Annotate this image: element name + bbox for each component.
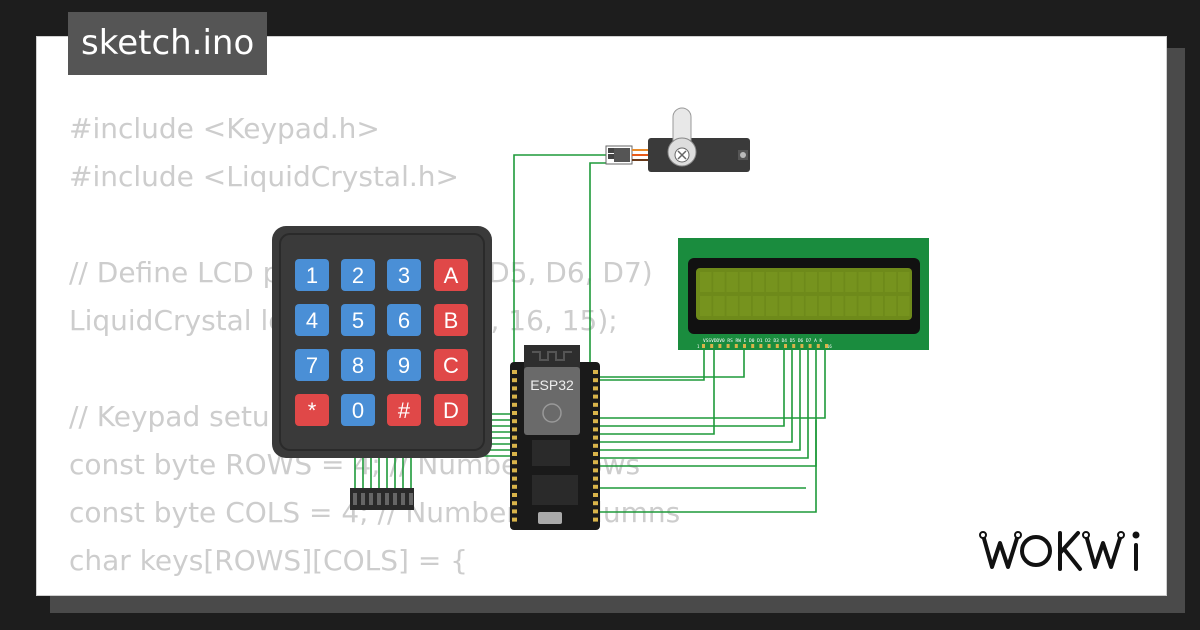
code-line: char keys[ROWS][COLS] = {	[69, 544, 468, 577]
lcd-16x2[interactable]: VSSVDDV0 RS RW E D0 D1 D2 D3 D4 D5 D6 D7…	[678, 238, 929, 350]
wokwi-logo	[979, 531, 1140, 571]
keypad-key[interactable]: #	[387, 394, 421, 426]
keypad-key-label: 0	[352, 398, 364, 423]
keypad-4x4[interactable]: 1 2 3 A 4 5 6 B 7 8 9 C * 0 # D	[272, 226, 492, 458]
keypad-key-label: 8	[352, 353, 364, 378]
keypad-key[interactable]: 5	[341, 304, 375, 336]
keypad-key-label: D	[443, 398, 459, 423]
wire-lcd-9	[596, 348, 817, 467]
wire-lcd-3	[596, 348, 826, 419]
keypad-key-label: 6	[398, 308, 410, 333]
code-line: #include <LiquidCrystal.h>	[69, 160, 459, 193]
keypad-key-label: #	[398, 398, 411, 423]
sketch-filename-tab[interactable]: sketch.ino	[68, 12, 268, 75]
keypad-key[interactable]: 8	[341, 349, 375, 381]
wire-servo-1	[513, 154, 606, 372]
keypad-key-label: A	[444, 263, 459, 288]
keypad-key[interactable]: D	[434, 394, 468, 426]
keypad-key[interactable]: A	[434, 259, 468, 291]
keypad-key-label: 9	[398, 353, 410, 378]
keypad-key[interactable]: *	[295, 394, 329, 426]
keypad-key[interactable]: B	[434, 304, 468, 336]
servo-motor[interactable]	[605, 107, 750, 172]
keypad-key[interactable]: 6	[387, 304, 421, 336]
keypad-key[interactable]: 4	[295, 304, 329, 336]
wire-lcd-2	[596, 348, 745, 378]
keypad-key[interactable]: 3	[387, 259, 421, 291]
espressif-logo-icon	[542, 403, 562, 423]
keypad-key[interactable]: 9	[387, 349, 421, 381]
wire-lcd-6	[596, 348, 793, 443]
keypad-key-label: 2	[352, 263, 364, 288]
keypad-key[interactable]: 7	[295, 349, 329, 381]
keypad-key[interactable]: 2	[341, 259, 375, 291]
esp32-board[interactable]: ESP32	[510, 345, 600, 530]
keypad-key-label: *	[308, 398, 317, 423]
keypad-key-label: 4	[306, 308, 318, 333]
keypad-key-label: B	[444, 308, 459, 333]
wire-lcd-1	[596, 348, 705, 381]
keypad-header	[350, 488, 414, 510]
keypad-key[interactable]: C	[434, 349, 468, 381]
esp32-label: ESP32	[530, 377, 574, 393]
wire-lcd-5	[596, 348, 715, 435]
lcd-pin-labels: VSSVDDV0 RS RW E D0 D1 D2 D3 D4 D5 D6 D7…	[703, 338, 822, 344]
keypad-key-label: 1	[306, 263, 318, 288]
wire-lcd-11	[596, 420, 817, 513]
keypad-key[interactable]: 1	[295, 259, 329, 291]
keypad-key[interactable]: 0	[341, 394, 375, 426]
wire-servo-2	[589, 162, 606, 372]
code-line: // Keypad setup	[69, 400, 288, 433]
wire-lcd-4	[596, 348, 785, 427]
code-line: #include <Keypad.h>	[69, 112, 380, 145]
keypad-key-label: 7	[306, 353, 318, 378]
wire-lcd-8	[596, 348, 809, 459]
code-line: {'1','2','3','A'},	[69, 585, 680, 595]
keypad-key-label: 3	[398, 263, 410, 288]
lcd-pin-first: 1	[697, 344, 700, 349]
keypad-key-label: C	[443, 353, 459, 378]
wire-lcd-7	[596, 348, 801, 451]
usb-port-icon	[538, 512, 562, 524]
keypad-key-label: 5	[352, 308, 364, 333]
lcd-pin-last: 16	[827, 344, 832, 349]
